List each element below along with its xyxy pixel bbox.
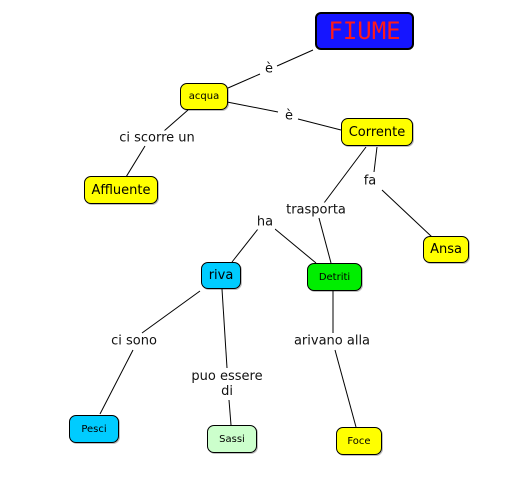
link-label-ci-sono: ci sono [109, 333, 159, 349]
line-riva-puo [221, 288, 228, 369]
link-label-arivano-alla: arivano alla [291, 333, 373, 349]
line-riva-cisono [141, 290, 201, 334]
line-puo-sassi [228, 399, 232, 426]
line-e-corrente [297, 118, 342, 131]
line-e-acqua [227, 73, 261, 89]
line-arivano-foce [334, 349, 357, 428]
node-riva[interactable]: riva [201, 262, 241, 289]
node-acqua[interactable]: acqua [180, 83, 228, 110]
link-label-e-2: è [283, 108, 295, 124]
line-fiume-e [276, 49, 314, 67]
link-label-trasporta: trasporta [284, 202, 348, 218]
line-ciscorre-affluente [125, 145, 146, 178]
node-detriti[interactable]: Detriti [307, 263, 362, 291]
line-acqua-ciscorre [163, 109, 189, 132]
node-foce[interactable]: Foce [336, 427, 382, 455]
line-ha-riva [231, 228, 259, 263]
link-label-ci-scorre-un: ci scorre un [117, 130, 197, 146]
line-trasporta-detriti [318, 217, 332, 264]
line-cisono-pesci [99, 349, 134, 415]
link-label-ha: ha [254, 214, 276, 230]
line-acqua-e [226, 101, 279, 113]
node-affluente[interactable]: Affluente [84, 176, 158, 204]
node-sassi[interactable]: Sassi [207, 425, 257, 453]
link-label-puo-essere-di: puo essere di [189, 369, 265, 399]
line-ha-detriti [274, 228, 317, 264]
node-corrente[interactable]: Corrente [341, 118, 413, 146]
line-corrente-fa [373, 146, 378, 173]
line-fa-ansa [381, 189, 433, 238]
node-pesci[interactable]: Pesci [69, 415, 119, 443]
link-label-e-1: è [263, 61, 275, 77]
line-corrente-trasporta [323, 146, 367, 204]
node-fiume[interactable]: FIUME [315, 12, 414, 50]
node-ansa[interactable]: Ansa [423, 236, 469, 263]
link-label-fa: fa [361, 173, 379, 189]
